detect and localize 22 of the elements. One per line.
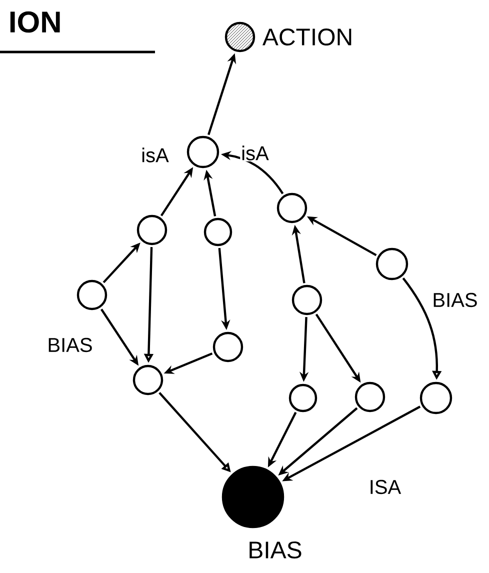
edge-label: BIAS <box>431 292 479 308</box>
edge-label: BIAS <box>46 336 94 354</box>
concept-circle <box>136 214 168 246</box>
edge-label: isA <box>140 146 170 164</box>
concept-circle <box>204 218 232 246</box>
edge-label: ISA <box>368 478 402 496</box>
concept-circle <box>354 382 386 412</box>
action-node <box>224 22 256 52</box>
concept-circle <box>292 284 322 316</box>
title: ION <box>10 11 60 33</box>
concept-circle <box>212 332 244 362</box>
edge-label: isA <box>240 144 270 162</box>
bias-node <box>222 466 284 528</box>
concept-circle <box>276 192 308 224</box>
concept-circle <box>288 384 318 412</box>
node-label: ACTION <box>262 28 352 46</box>
node-label: BIAS <box>250 542 302 558</box>
concept-circle <box>132 364 164 396</box>
concept-circle <box>186 136 220 168</box>
concept-circle <box>376 248 408 280</box>
concept-circle <box>420 382 452 414</box>
concept-circle <box>76 280 108 310</box>
